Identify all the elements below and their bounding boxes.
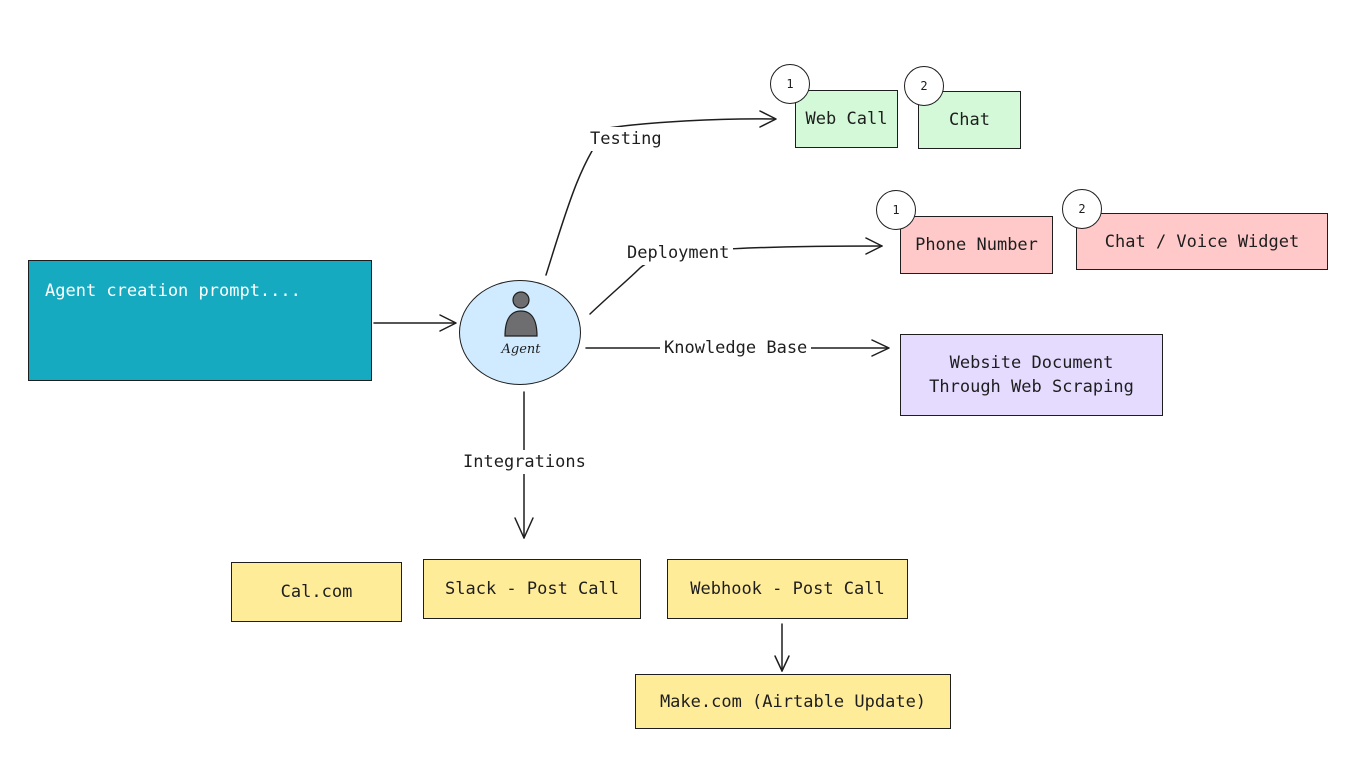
edge-label-testing: Testing bbox=[586, 127, 666, 151]
deployment-phone-number-box: Phone Number bbox=[900, 216, 1053, 274]
deployment-phone-number-badge: 1 bbox=[876, 190, 916, 230]
integration-webhook-box: Webhook - Post Call bbox=[667, 559, 908, 619]
deployment-phone-number-label: Phone Number bbox=[915, 235, 1038, 255]
deployment-chat-voice-widget-label: Chat / Voice Widget bbox=[1104, 231, 1300, 252]
integration-slack-box: Slack - Post Call bbox=[423, 559, 641, 619]
testing-chat-badge: 2 bbox=[904, 66, 944, 106]
integration-make-com-label: Make.com (Airtable Update) bbox=[659, 691, 927, 712]
agent-creation-prompt-box: Agent creation prompt.... bbox=[28, 260, 372, 381]
edge-deployment-arrowhead bbox=[865, 237, 883, 255]
knowledge-base-line-1: Website Document bbox=[949, 353, 1114, 373]
edge-integrations-arrowhead bbox=[514, 517, 534, 539]
agent-label: Agent bbox=[501, 342, 541, 357]
edge-prompt-agent-arrowhead bbox=[439, 314, 457, 332]
integration-webhook-label: Webhook - Post Call bbox=[690, 579, 885, 599]
integration-slack-label: Slack - Post Call bbox=[445, 579, 619, 599]
testing-web-call-badge: 1 bbox=[770, 64, 810, 104]
user-icon bbox=[504, 291, 538, 337]
testing-chat-label: Chat bbox=[949, 110, 990, 130]
prompt-text: Agent creation prompt.... bbox=[45, 281, 301, 301]
knowledge-base-box: Website Document Through Web Scraping bbox=[900, 334, 1163, 416]
deployment-chat-voice-widget-box: Chat / Voice Widget bbox=[1076, 213, 1328, 270]
integration-cal-com-label: Cal.com bbox=[280, 582, 353, 602]
integration-cal-com-box: Cal.com bbox=[231, 562, 402, 622]
edge-knowledge-base-arrowhead bbox=[871, 339, 890, 357]
integration-make-com-box: Make.com (Airtable Update) bbox=[635, 674, 951, 729]
deployment-chat-voice-widget-badge: 2 bbox=[1062, 189, 1102, 229]
edge-label-knowledge-base: Knowledge Base bbox=[660, 336, 812, 360]
knowledge-base-line-2: Through Web Scraping bbox=[929, 377, 1134, 397]
edge-label-integrations: Integrations bbox=[459, 450, 590, 474]
testing-web-call-label: Web Call bbox=[805, 109, 888, 129]
agent-node: Agent bbox=[459, 280, 581, 385]
edge-label-deployment: Deployment bbox=[623, 241, 734, 265]
edge-testing-arrowhead bbox=[759, 110, 777, 128]
testing-web-call-box: Web Call bbox=[795, 90, 898, 148]
edge-webhook-make-arrowhead bbox=[774, 655, 790, 672]
